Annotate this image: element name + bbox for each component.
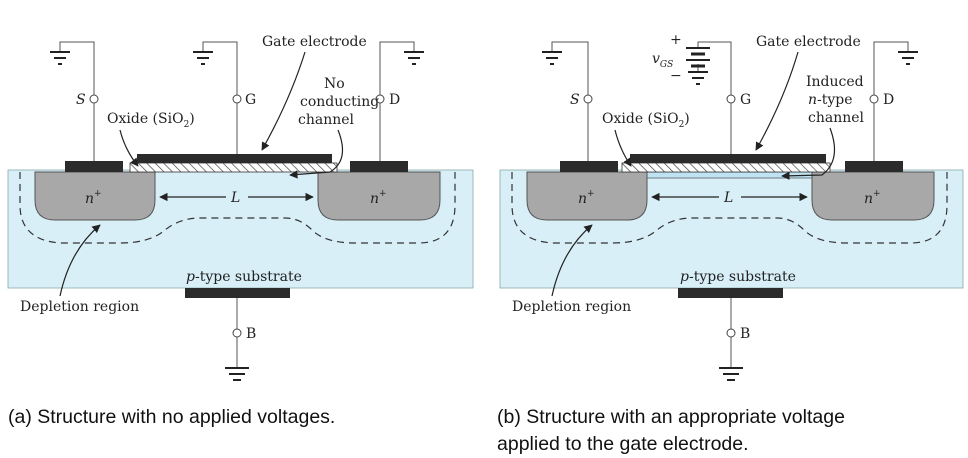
oxide-layer-a (129, 162, 338, 173)
drain-terminal-b (869, 94, 879, 104)
ground-icon (50, 51, 70, 65)
oxide-layer-b (621, 162, 831, 173)
gate-label-a: G (245, 92, 256, 108)
source-terminal-a (89, 94, 99, 104)
gate-terminal-b (726, 94, 736, 104)
source-contact-a (65, 161, 123, 172)
panel-a: n+ n+ L S G D (7, 34, 474, 428)
body-label-a: B (246, 326, 256, 342)
gate-electrode-label-b: Gate electrode (756, 34, 861, 50)
substrate-label-b: p-type substrate (680, 269, 796, 285)
n-plus-source-b (526, 171, 648, 221)
channel-pointer-a (289, 129, 344, 179)
source-label-a: S (76, 92, 86, 108)
gate-label-b: G (740, 92, 751, 108)
source-terminal-b (583, 94, 593, 104)
body-contact-b (678, 288, 783, 298)
caption-b-line1: (b) Structure with an appropriate voltag… (497, 406, 845, 428)
ground-icon (719, 367, 743, 381)
depletion-label-a: Depletion region (20, 299, 139, 315)
substrate-label-a: p-type substrate (186, 269, 302, 285)
n-plus-source-a (34, 171, 156, 221)
length-label-b: L (723, 190, 733, 206)
body-contact-a (185, 288, 290, 298)
source-contact-b (560, 161, 618, 172)
drain-terminal-a (375, 94, 385, 104)
battery-icon (686, 47, 710, 68)
caption-b-line2: applied to the gate electrode. (497, 433, 749, 455)
channel-label-line2-a: conducting (300, 94, 379, 110)
n-plus-source-label-a: n+ (85, 189, 102, 207)
gate-electrode-label-a: Gate electrode (262, 34, 367, 50)
ground-icon (193, 51, 213, 65)
n-plus-drain-label-b: n+ (864, 189, 881, 207)
gate-terminal-a (232, 94, 242, 104)
n-plus-drain-b (811, 171, 935, 221)
oxide-pointer-a (119, 129, 139, 167)
channel-label-line1-b: Induced (806, 74, 864, 90)
caption-a: (a) Structure with no applied voltages. (8, 406, 335, 428)
channel-pointer-b (781, 127, 836, 181)
n-plus-drain-label-a: n+ (370, 189, 387, 207)
ground-icon (404, 51, 424, 65)
oxide-pointer-b (614, 129, 632, 167)
body-terminal-b (726, 328, 736, 338)
vgs-minus-label: − (670, 68, 682, 84)
induced-channel-b (644, 171, 816, 179)
ground-icon (542, 51, 562, 65)
vgs-plus-label: + (670, 32, 682, 48)
ground-icon (898, 51, 918, 65)
depletion-label-b: Depletion region (512, 299, 631, 315)
drain-label-b: D (883, 92, 894, 108)
oxide-label-b: Oxide (SiO2) (602, 111, 690, 130)
source-label-b: S (570, 92, 580, 108)
gate-electrode-b (630, 154, 826, 163)
ground-icon (688, 71, 708, 85)
gate-electrode-a (137, 154, 332, 163)
drain-contact-a (350, 161, 408, 172)
channel-label-line3-a: channel (298, 112, 355, 128)
channel-label-line2-b: n-type (808, 92, 853, 108)
channel-label-line1-a: No (324, 76, 345, 92)
ground-icon (225, 367, 249, 381)
length-label-a: L (230, 190, 240, 206)
n-plus-source-label-b: n+ (578, 189, 595, 207)
channel-label-line3-b: channel (808, 110, 865, 126)
depletion-pointer-b (551, 224, 593, 297)
oxide-label-a: Oxide (SiO2) (107, 111, 195, 130)
gate-electrode-pointer-b (755, 51, 799, 151)
vgs-label: vGS (652, 51, 673, 70)
gate-electrode-pointer-a (261, 51, 306, 151)
n-plus-drain-a (317, 171, 441, 221)
body-terminal-a (232, 328, 242, 338)
depletion-pointer-a (59, 224, 101, 297)
drain-contact-b (845, 161, 903, 172)
body-label-b: B (740, 326, 750, 342)
drain-label-a: D (389, 92, 400, 108)
panel-b: n+ n+ L S + vGS − G (497, 32, 964, 455)
